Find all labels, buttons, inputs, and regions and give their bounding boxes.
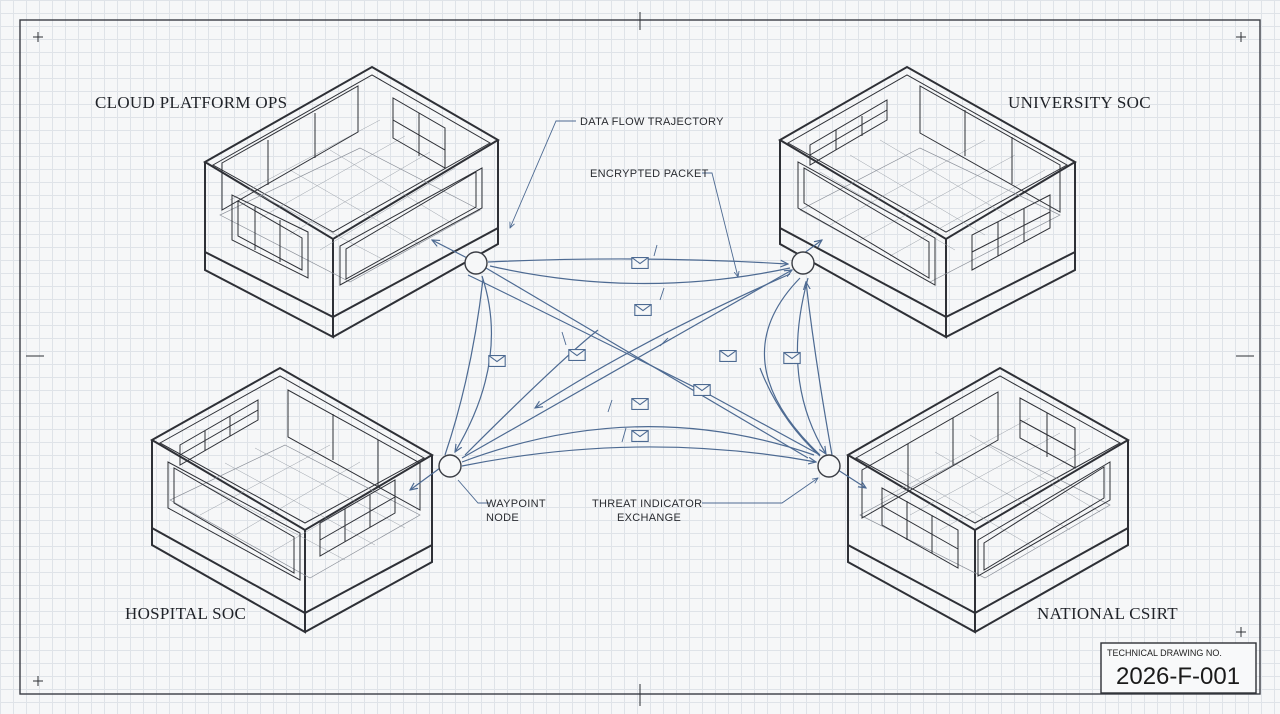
encrypted-packets (488, 257, 801, 442)
callout-leaders (457, 120, 818, 504)
building-national-csirt (846, 366, 1131, 634)
callout-waypoint-line1: WAYPOINT (486, 498, 546, 510)
waypoint-node-cloud (464, 251, 488, 275)
data-flow-lines (410, 240, 866, 490)
packet-icon (631, 398, 649, 410)
waypoint-node-university (791, 251, 815, 275)
packet-icon (488, 355, 506, 367)
packet-icon (568, 349, 586, 361)
drawing-number: 2026-F-001 (1116, 663, 1240, 690)
callout-data-flow-trajectory: DATA FLOW TRAJECTORY (580, 116, 724, 128)
packet-icon (693, 384, 711, 396)
waypoint-node-national (817, 454, 841, 478)
label-cloud-platform-ops: CLOUD PLATFORM OPS (95, 93, 287, 112)
packet-icon (634, 304, 652, 316)
packet-icon (719, 350, 737, 362)
label-national-csirt: NATIONAL CSIRT (1037, 604, 1178, 623)
title-block: TECHNICAL DRAWING NO. 2026-F-001 (1100, 642, 1257, 694)
title-block-caption: TECHNICAL DRAWING NO. (1107, 648, 1222, 658)
waypoint-nodes (438, 251, 841, 478)
callout-threat-line2: EXCHANGE (617, 512, 681, 524)
building-university-soc (778, 65, 1077, 339)
callout-waypoint-line2: NODE (486, 512, 519, 524)
packet-icon (783, 352, 801, 364)
label-university-soc: UNIVERSITY SOC (1008, 93, 1151, 112)
callout-encrypted-packet: ENCRYPTED PACKET (590, 168, 709, 180)
packet-icon (631, 257, 649, 269)
registration-marks (26, 12, 1254, 706)
label-hospital-soc: HOSPITAL SOC (125, 604, 246, 623)
waypoint-node-hospital (438, 454, 462, 478)
callout-threat-line1: THREAT INDICATOR (592, 498, 702, 510)
flow-ticks (561, 244, 669, 443)
packet-icon (631, 430, 649, 442)
building-cloud-platform-ops (203, 65, 500, 339)
building-hospital-soc (149, 366, 434, 634)
